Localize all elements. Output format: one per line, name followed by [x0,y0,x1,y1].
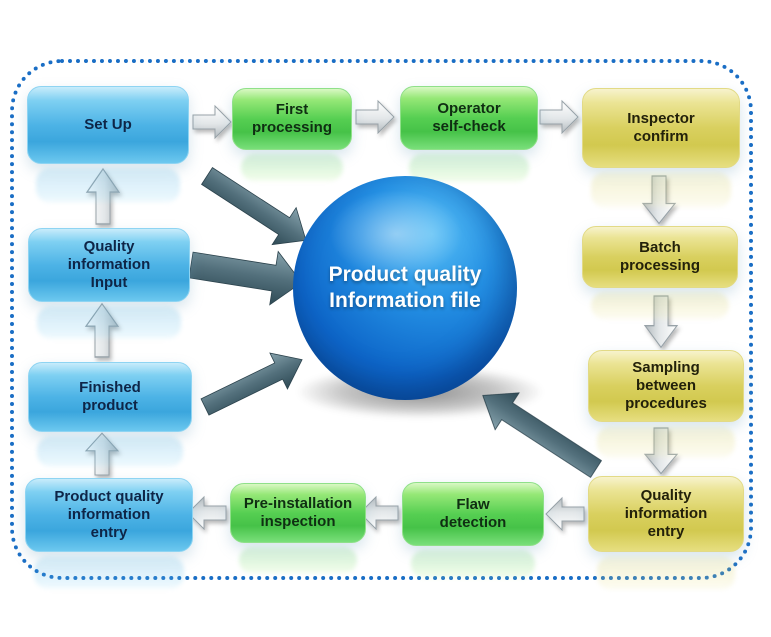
center-arrow-icon [200,352,303,416]
node-label: First processing [251,101,333,136]
node-operator-self-check: Operator self-check [400,86,538,150]
node-quality-information-input: Quality information Input [28,228,190,302]
node-label: Inspector confirm [627,110,695,145]
flow-arrow-icon [84,302,120,358]
node-label: Batch processing [619,239,701,274]
center-sphere: Product quality Information file [293,176,517,400]
node-label: Set Up [84,116,132,134]
node-flaw-detection: Flaw detection [402,482,544,546]
flow-arrow-icon [545,496,585,532]
node-label: Quality information entry [624,487,708,540]
node-batch-processing: Batch processing [582,226,738,288]
node-sampling-between-procedures: Sampling between procedures [588,350,744,422]
node-product-quality-information-entry: Product quality information entry [25,478,193,552]
node-label: Pre-installation inspection [243,495,353,530]
node-label: Quality information Input [67,238,151,291]
center-arrow-icon [188,250,303,306]
flow-arrow-icon [643,427,679,475]
node-first-processing: First processing [232,88,352,150]
flow-arrow-icon [539,99,579,135]
flow-arrow-icon [641,175,677,225]
node-inspector-confirm: Inspector confirm [582,88,740,168]
flow-arrow-icon [187,495,227,531]
flow-arrow-icon [643,295,679,349]
center-arrow-icon [201,167,307,246]
flow-arrow-icon [192,104,232,140]
flow-arrow-icon [84,432,120,476]
center-title: Product quality Information file [328,262,482,312]
node-label: Product quality information entry [54,488,164,541]
flow-arrow-icon [85,167,121,225]
node-pre-installation-inspection: Pre-installation inspection [230,483,366,543]
center-arrow-icon [482,392,602,478]
node-label: Finished product [79,379,141,414]
node-quality-information-entry: Quality information entry [588,476,744,552]
node-label: Operator self-check [432,100,506,135]
node-finished-product: Finished product [28,362,192,432]
node-set-up: Set Up [27,86,189,164]
flow-arrow-icon [355,99,395,135]
flow-arrow-icon [359,495,399,531]
node-label: Flaw detection [439,496,507,531]
dotted-border-frame [10,59,753,580]
node-label: Sampling between procedures [625,359,707,412]
